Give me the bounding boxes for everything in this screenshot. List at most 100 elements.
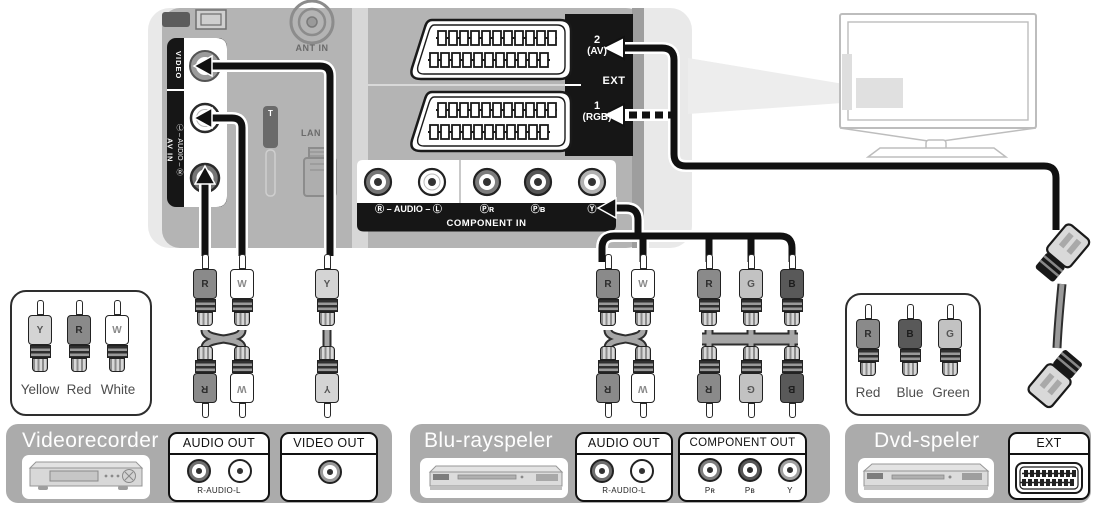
plug-pin bbox=[788, 403, 796, 418]
legend-red-label: Red bbox=[66, 382, 92, 397]
ext-label: EXT bbox=[602, 75, 626, 87]
bluray-y-label: Y bbox=[787, 486, 793, 495]
br-audio-red-plug-bottom: R bbox=[595, 346, 621, 418]
component-arrow-icon bbox=[596, 196, 617, 220]
vcr-audio-r-jack bbox=[187, 459, 211, 483]
top-connector-dark bbox=[162, 12, 190, 27]
dvd-deck-icon bbox=[862, 463, 990, 490]
bluray-deck-icon bbox=[428, 465, 564, 490]
plug-pin bbox=[36, 300, 44, 315]
plug-pin bbox=[201, 403, 209, 418]
bluray-component-out-header: COMPONENT OUT bbox=[680, 434, 805, 455]
vcr-audio-sub-label: R-AUDIO-L bbox=[197, 486, 241, 495]
av-white-plug-top: W bbox=[229, 254, 255, 326]
dvd-ext-box: EXT bbox=[1008, 432, 1090, 500]
component-in-label: COMPONENT IN bbox=[446, 218, 527, 229]
plug-pin bbox=[639, 254, 647, 269]
plug-pin bbox=[323, 403, 331, 418]
vcr-deck-icon bbox=[28, 461, 144, 490]
video-jack-label: VIDEO bbox=[174, 50, 183, 80]
audio-r-arrow-icon bbox=[193, 164, 217, 185]
legend-red2-plug: R bbox=[855, 304, 881, 376]
plug-pin bbox=[747, 403, 755, 418]
scart-port-2 bbox=[410, 18, 573, 81]
component-pr-label: Ⓟʀ bbox=[479, 204, 495, 214]
plug-pin bbox=[705, 403, 713, 418]
br-audio-red-plug-top: R bbox=[595, 254, 621, 326]
legend-yellow-label: Yellow bbox=[20, 382, 60, 397]
component-pb-jack bbox=[523, 167, 553, 197]
av-red-plug-top: R bbox=[192, 254, 218, 326]
br-comp-blue-plug-top: B bbox=[779, 254, 805, 326]
callout-wedge bbox=[688, 58, 856, 114]
av-audio-label: Ⓛ – AUDIO – Ⓡ bbox=[176, 124, 183, 176]
component-label-strip bbox=[357, 203, 616, 218]
component-pb-label: Ⓟʙ bbox=[530, 204, 546, 214]
plug-pin bbox=[75, 300, 83, 315]
br-comp-blue-plug-bottom: B bbox=[779, 346, 805, 418]
av-red-plug-bottom: R bbox=[192, 346, 218, 418]
component-pr-jack bbox=[472, 167, 502, 197]
bluray-audio-r-jack bbox=[590, 459, 614, 483]
component-y-jack bbox=[577, 167, 607, 197]
scart-plug-top bbox=[1035, 223, 1091, 282]
dvd-title: Dvd-speler bbox=[874, 429, 980, 452]
component-audio-label: Ⓡ – AUDIO – Ⓛ bbox=[375, 204, 442, 214]
vcr-audio-out-box: AUDIO OUT R-AUDIO-L bbox=[168, 432, 270, 502]
dvd-image bbox=[858, 458, 994, 498]
dvd-ext-header: EXT bbox=[1010, 434, 1088, 455]
plug-pin bbox=[946, 304, 954, 319]
component-cable-bus bbox=[598, 232, 796, 262]
component-y-label: Ⓨ bbox=[587, 204, 597, 214]
av-white-plug-bottom: W bbox=[229, 346, 255, 418]
br-audio-white-plug-bottom: W bbox=[630, 346, 656, 418]
vcr-video-out-header: VIDEO OUT bbox=[282, 434, 376, 455]
plug-pin bbox=[747, 254, 755, 269]
plug-pin bbox=[604, 403, 612, 418]
br-comp-green-plug-bottom: G bbox=[738, 346, 764, 418]
av-yellow-plug-bottom: Y bbox=[314, 346, 340, 418]
connection-arrows bbox=[192, 35, 625, 220]
scart-cable bbox=[618, 44, 1060, 230]
bluray-pr-jack bbox=[698, 458, 722, 482]
scart1-mode: (RGB) bbox=[582, 112, 612, 123]
legend-white-plug: W bbox=[104, 300, 130, 372]
bluray-audio-sub-label: R-AUDIO-L bbox=[602, 486, 646, 495]
br-comp-green-plug-top: G bbox=[738, 254, 764, 326]
bluray-y-jack bbox=[778, 458, 802, 482]
tv-illustration bbox=[839, 13, 1037, 158]
bluray-pr-label: Pʀ bbox=[704, 486, 716, 495]
bluray-pb-label: Pʙ bbox=[744, 486, 756, 495]
plug-pin bbox=[639, 403, 647, 418]
plug-pin bbox=[238, 403, 246, 418]
bluray-pb-jack bbox=[738, 458, 762, 482]
plug-pin bbox=[906, 304, 914, 319]
bluray-audio-out-header: AUDIO OUT bbox=[577, 434, 671, 455]
videorecorder-title: Videorecorder bbox=[22, 429, 159, 452]
br-comp-red-plug-bottom: R bbox=[696, 346, 722, 418]
scart-port-1 bbox=[410, 90, 573, 153]
scart2-number: 2 bbox=[593, 34, 601, 46]
av-yellow-plug-top: Y bbox=[314, 254, 340, 326]
vcr-video-out-box: VIDEO OUT bbox=[280, 432, 378, 502]
bluray-audio-l-jack bbox=[630, 459, 654, 483]
plug-pin bbox=[113, 300, 121, 315]
component-audio-r-jack bbox=[363, 167, 393, 197]
top-connector-outline bbox=[195, 9, 227, 30]
av-in-group-label: AV IN bbox=[165, 137, 175, 163]
bluray-audio-out-box: AUDIO OUT R-AUDIO-L bbox=[575, 432, 673, 502]
plug-pin bbox=[323, 254, 331, 269]
audio-l-arrow-icon bbox=[192, 106, 213, 130]
plug-pin bbox=[705, 254, 713, 269]
ant-in-label: ANT IN bbox=[295, 43, 329, 53]
component-arrow-cable bbox=[610, 204, 642, 236]
audio-l-cable bbox=[206, 114, 246, 256]
scart1-arrow-icon bbox=[599, 102, 625, 128]
scart2-arrow-icon bbox=[599, 35, 625, 61]
plug-pin bbox=[238, 254, 246, 269]
scart-plug-bottom bbox=[1027, 350, 1082, 409]
vcr-video-jack bbox=[318, 460, 342, 484]
scart1-number: 1 bbox=[593, 100, 601, 112]
